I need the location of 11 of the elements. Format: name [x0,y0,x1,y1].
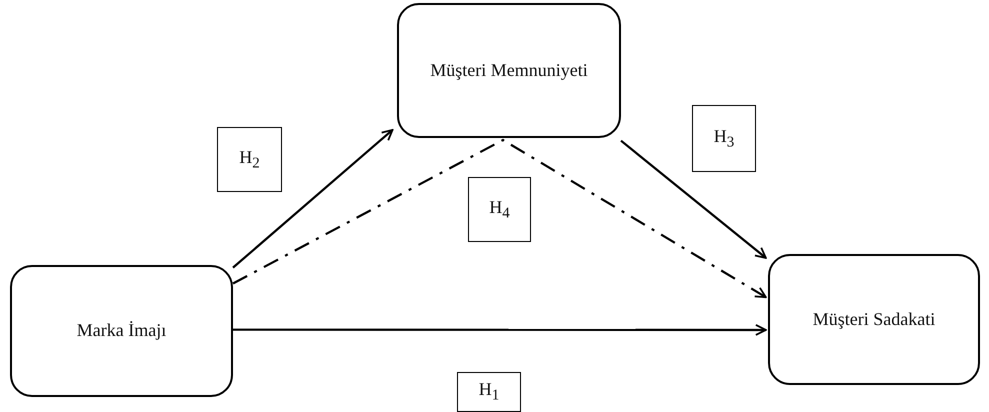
construct-box: Marka İmajı [10,265,233,397]
arrow [620,140,767,259]
hypothesis-label: H$_{4}$ [468,177,531,242]
hypothesis-label: H$_{1}$ [457,372,521,412]
arrow [233,324,767,336]
construct-box: Müşteri Memnuniyeti [397,3,621,138]
arrow [232,129,394,268]
arrow [232,138,767,298]
construct-box: Müşteri Sadakati [768,254,980,385]
hypothesis-label: H$_{2}$ [217,127,282,192]
hypothesis-label: H$_{3}$ [692,105,756,172]
